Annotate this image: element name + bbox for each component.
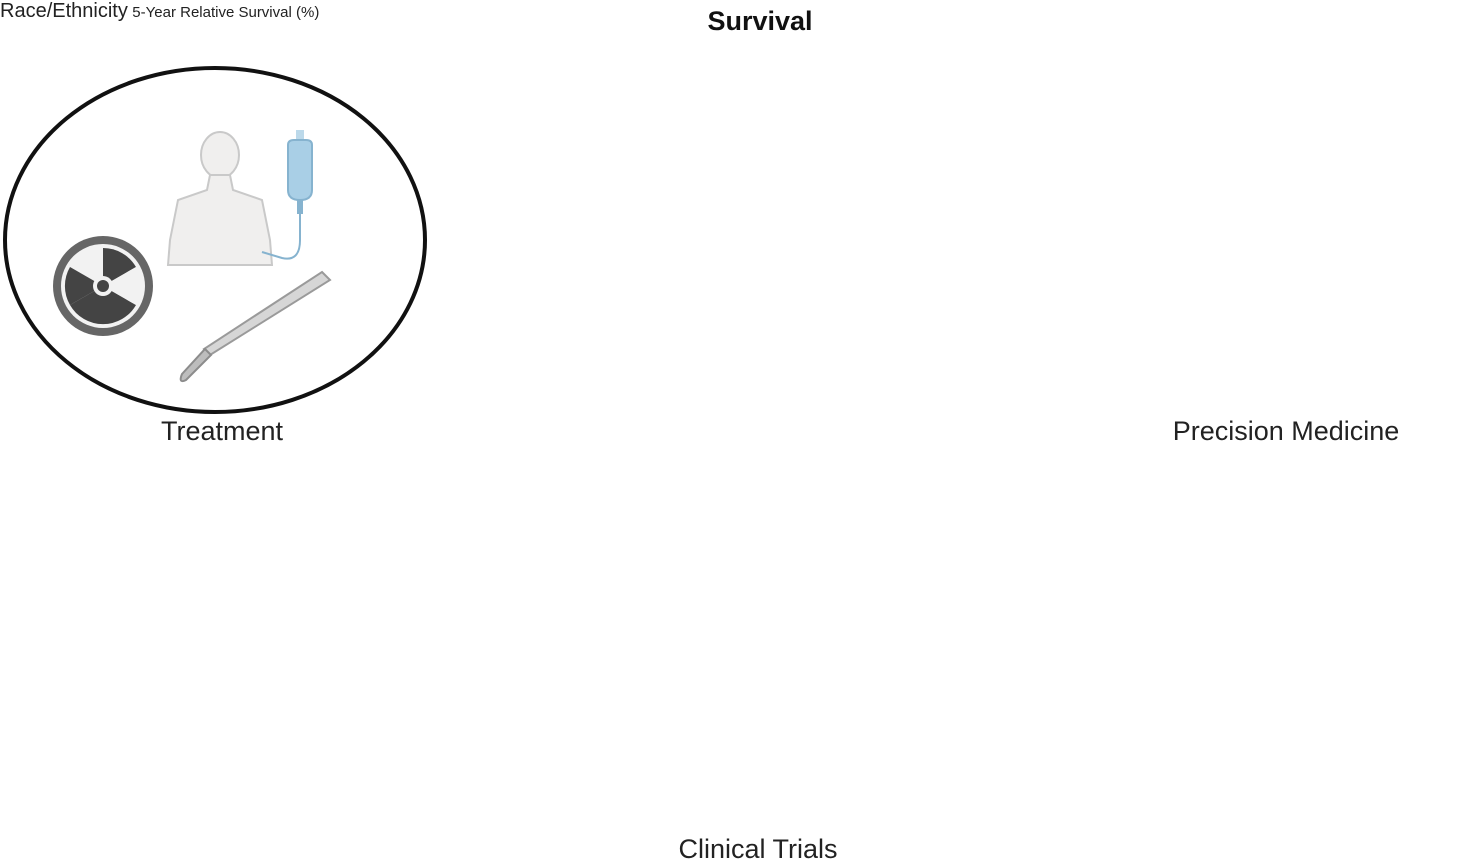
treatment-node <box>3 66 427 414</box>
scalpel-icon <box>179 270 332 383</box>
precision-medicine-label: Precision Medicine <box>1172 416 1400 446</box>
iv-bag-icon <box>261 130 313 260</box>
precision-to-survival-arrow: 051015 WBAH Race/Ethnicity 5-Year Relati… <box>0 0 1399 864</box>
radiation-icon <box>53 236 153 336</box>
clinical-trials-label: Clinical Trials <box>678 834 838 864</box>
y-axis-label: 5-Year Relative Survival (%) <box>132 4 320 21</box>
y-axis: 051015 WBAH Race/Ethnicity 5-Year Relati… <box>0 0 320 22</box>
treatment-to-survival-arrow: 051015 WBAH Race/Ethnicity 5-Year Relati… <box>0 0 1399 864</box>
x-axis: 051015 WBAH Race/Ethnicity 5-Year Relati… <box>0 0 320 22</box>
x-axis-label: Race/Ethnicity <box>0 0 128 22</box>
treatment-label: Treatment <box>160 416 284 446</box>
trials-to-survival-arrow: 051015 WBAH Race/Ethnicity 5-Year Relati… <box>0 0 1399 864</box>
survival-bar-chart: 051015 WBAH Race/Ethnicity 5-Year Relati… <box>0 0 320 22</box>
patient-icon <box>166 131 274 266</box>
chart-title: Survival <box>707 6 813 36</box>
